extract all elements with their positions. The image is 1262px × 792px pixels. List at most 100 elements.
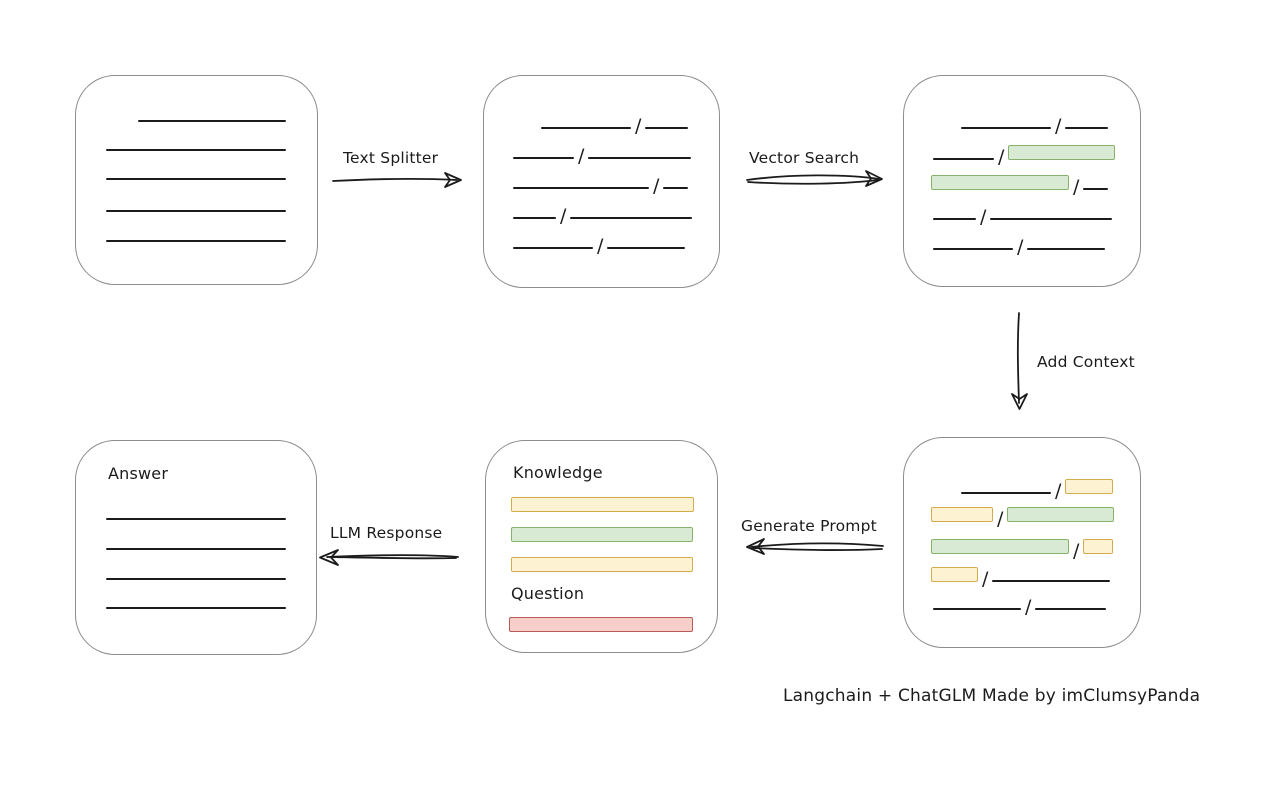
chunk-row — [511, 524, 693, 542]
answer-label: Answer — [108, 464, 169, 483]
knowledge-label: Knowledge — [513, 463, 603, 482]
llm-response-arrow — [319, 549, 459, 566]
text-line — [513, 216, 556, 219]
text-line — [607, 246, 686, 249]
slash-separator: / — [560, 205, 567, 227]
slash-separator: / — [1073, 540, 1080, 562]
slash-separator: / — [1025, 596, 1032, 618]
chunk-row: / — [513, 201, 693, 226]
slash-separator: / — [578, 145, 585, 167]
slash-separator: / — [1055, 480, 1062, 502]
text-line — [933, 217, 976, 220]
chunk-row: / — [513, 231, 686, 256]
yellow-highlight-chip — [511, 557, 693, 572]
chunk-row — [106, 532, 286, 550]
text-line — [992, 579, 1111, 582]
chunk-row — [106, 224, 286, 242]
text-line — [663, 186, 689, 189]
slash-separator: / — [597, 235, 604, 257]
question-label: Question — [511, 584, 585, 603]
green-highlight-chip — [931, 175, 1069, 190]
text-line — [961, 126, 1051, 129]
chunk-row: / — [933, 232, 1106, 257]
text-line — [106, 148, 286, 151]
matched-chunks-box: / / / / / — [903, 75, 1141, 287]
slash-separator: / — [997, 508, 1004, 530]
chunk-row: / — [961, 476, 1114, 501]
text-line — [1065, 126, 1109, 129]
add-context-arrow — [1011, 312, 1028, 410]
text-line — [106, 177, 286, 180]
text-line — [645, 126, 689, 129]
text-line — [106, 517, 286, 520]
chunk-row: / — [933, 592, 1107, 617]
chunk-row: / — [933, 142, 1116, 167]
answer-box: Answer — [75, 440, 317, 655]
vector-search-arrow — [746, 170, 883, 187]
yellow-highlight-chip — [1083, 539, 1114, 554]
source-document-box — [75, 75, 318, 285]
prompt-box: Knowledge Question — [485, 440, 718, 653]
yellow-highlight-chip — [931, 507, 993, 522]
generate-prompt-label: Generate Prompt — [741, 517, 877, 535]
chunk-row: / — [541, 111, 689, 136]
text-line — [513, 156, 574, 159]
text-line — [106, 577, 286, 580]
chunk-row — [138, 104, 286, 122]
text-splitter-arrow — [332, 172, 462, 188]
chunk-row — [511, 554, 693, 572]
green-highlight-chip — [1008, 145, 1116, 160]
chunk-row: / — [933, 202, 1113, 227]
chunk-row — [511, 494, 694, 512]
slash-separator: / — [653, 175, 660, 197]
text-line — [933, 157, 994, 160]
green-highlight-chip — [511, 527, 693, 542]
add-context-label: Add Context — [1037, 353, 1135, 371]
chunk-row: / — [513, 171, 689, 196]
credit-caption: Langchain + ChatGLM Made by imClumsyPand… — [783, 686, 1201, 706]
chunk-row — [106, 162, 286, 180]
green-highlight-chip — [1007, 507, 1115, 522]
split-chunks-box: / / / / / — [483, 75, 720, 288]
text-line — [106, 547, 286, 550]
text-line — [106, 239, 286, 242]
chunk-row: / — [931, 564, 1111, 589]
text-line — [513, 186, 649, 189]
text-line — [961, 491, 1051, 494]
chunk-row — [106, 502, 286, 520]
slash-separator: / — [980, 206, 987, 228]
text-line — [1027, 247, 1106, 250]
chunk-row: / — [513, 141, 692, 166]
generate-prompt-arrow — [746, 538, 884, 555]
chunk-row — [106, 591, 286, 609]
context-chunks-box: / / / / / — [903, 437, 1141, 648]
text-line — [990, 217, 1113, 220]
text-line — [1035, 607, 1107, 610]
text-splitter-label: Text Splitter — [343, 149, 439, 167]
slash-separator: / — [998, 146, 1005, 168]
chunk-row — [106, 562, 286, 580]
text-line — [1083, 187, 1109, 190]
chunk-row: / — [931, 504, 1115, 529]
text-line — [138, 119, 286, 122]
chunk-row — [106, 133, 286, 151]
text-line — [588, 156, 692, 159]
red-highlight-chip — [509, 617, 693, 632]
chunk-row: / — [931, 172, 1109, 197]
llm-response-label: LLM Response — [330, 524, 443, 542]
text-line — [933, 607, 1021, 610]
chunk-row: / — [931, 536, 1114, 561]
slash-separator: / — [982, 568, 989, 590]
chunk-row: / — [961, 111, 1109, 136]
slash-separator: / — [635, 115, 642, 137]
slash-separator: / — [1073, 176, 1080, 198]
text-line — [933, 247, 1013, 250]
yellow-highlight-chip — [931, 567, 978, 582]
slash-separator: / — [1017, 236, 1024, 258]
text-line — [541, 126, 631, 129]
text-line — [106, 209, 286, 212]
text-line — [106, 606, 286, 609]
yellow-highlight-chip — [511, 497, 694, 512]
green-highlight-chip — [931, 539, 1069, 554]
